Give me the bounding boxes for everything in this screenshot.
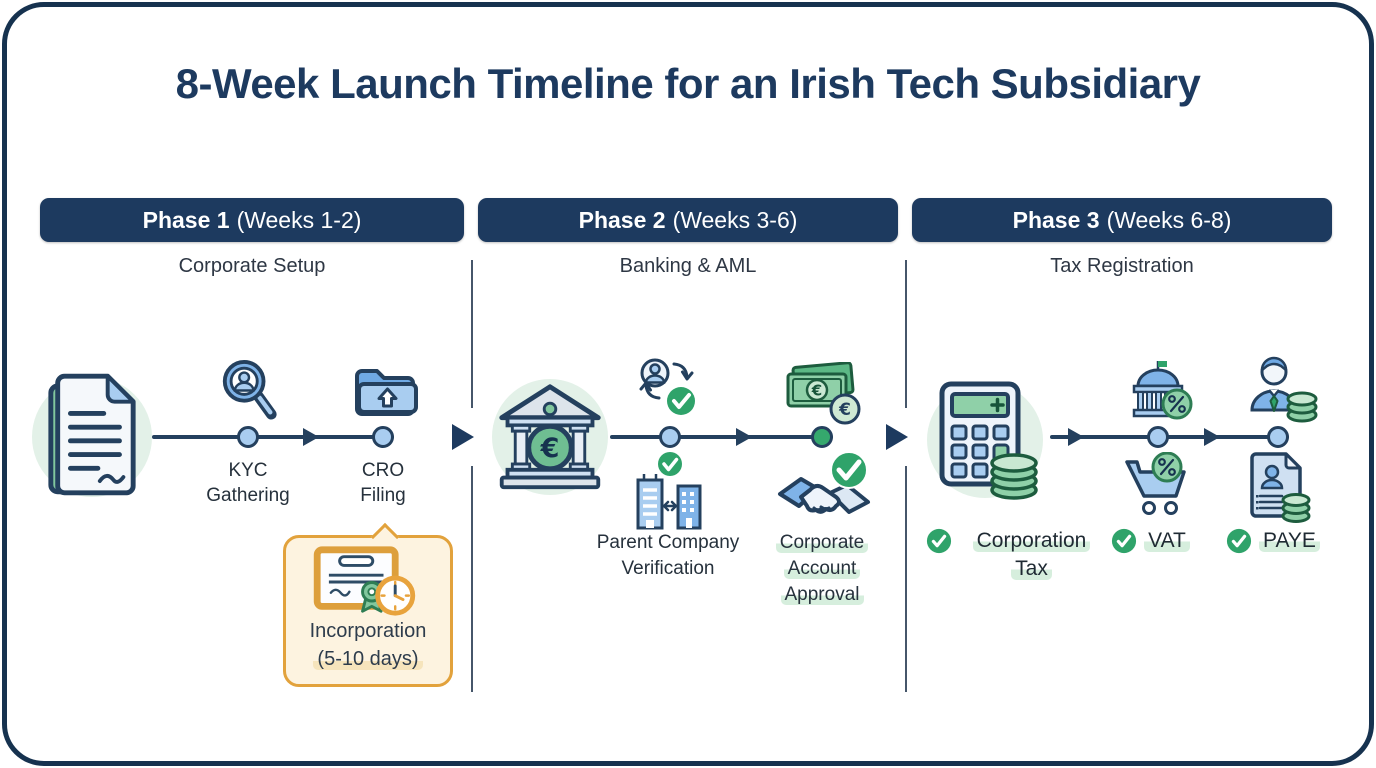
certificate-clock-icon (308, 543, 420, 621)
phase3-range: (Weeks 6-8) (1106, 207, 1232, 233)
calculator-coins-icon (928, 378, 1042, 502)
phase3-header: Phase 3(Weeks 6-8) (912, 198, 1332, 242)
milestone-label-parent-company-verification: Parent Company Verification (596, 532, 740, 580)
timeline-arrow-icon (1068, 428, 1084, 446)
cart-percent-icon (1123, 452, 1193, 520)
svg-text:€: € (540, 433, 560, 464)
phase3-subtitle: Tax Registration (1050, 255, 1194, 277)
check-circle-icon (1226, 528, 1252, 554)
svg-text:€: € (811, 382, 822, 400)
divider-phase2-3 (905, 260, 907, 408)
divider-phase1-2 (471, 466, 473, 692)
phase2-timeline (610, 435, 833, 439)
node-kyc-gathering (237, 426, 259, 448)
phase3-name: Phase 3 (1012, 207, 1100, 233)
handshake-approved-icon (776, 448, 872, 532)
phase2-subtitle: Banking & AML (619, 255, 757, 277)
phase2-header: Phase 2(Weeks 3-6) (478, 198, 898, 242)
callout-duration: (5-10 days) (283, 648, 453, 671)
node-corporate-account-approval (811, 426, 833, 448)
phase-transition-arrow-icon (452, 424, 474, 450)
timeline-arrow-icon (736, 428, 752, 446)
phase1-range: (Weeks 1-2) (236, 207, 362, 233)
divider-phase1-2 (471, 260, 473, 408)
phase1-subtitle: Corporate Setup (178, 255, 326, 277)
magnifier-person-icon (218, 356, 280, 424)
employee-coins-icon (1242, 356, 1318, 426)
check-circle-icon (1112, 528, 1137, 554)
person-verify-cycle-icon (634, 356, 702, 424)
company-link-check-icon (630, 450, 708, 534)
outcome-paye: PAYE (1213, 527, 1333, 555)
divider-phase2-3 (905, 466, 907, 692)
milestone-label-cro: CRO Filing (360, 460, 406, 507)
phase-transition-arrow-icon (886, 424, 908, 450)
node-cro-filing (372, 426, 394, 448)
milestone-label-kyc: KYC Gathering (206, 460, 290, 507)
phase2-range: (Weeks 3-6) (672, 207, 798, 233)
timeline-arrow-icon (1204, 428, 1220, 446)
phase1-timeline (152, 435, 394, 439)
check-circle-icon (926, 528, 952, 554)
documents-icon (43, 370, 141, 498)
milestone-label-corporate-account-approval: Corporate Account Approval (762, 530, 882, 609)
phase2-name: Phase 2 (578, 207, 666, 233)
svg-text:€: € (838, 400, 851, 420)
outcome-corporation-tax: Corporation Tax (920, 527, 1110, 584)
phase3-timeline (1050, 435, 1289, 439)
euro-banknotes-icon: € € (782, 362, 862, 426)
folder-upload-icon (352, 364, 418, 418)
payroll-doc-coins-icon (1244, 450, 1312, 524)
phase1-header: Phase 1(Weeks 1-2) (40, 198, 464, 242)
callout-title: Incorporation (309, 620, 427, 642)
bank-euro-icon: € (494, 379, 606, 493)
timeline-arrow-icon (303, 428, 319, 446)
node-paye (1267, 426, 1289, 448)
outcome-vat: VAT (1098, 527, 1203, 555)
node-parent-company-verification (659, 426, 681, 448)
phase1-name: Phase 1 (142, 207, 230, 233)
government-percent-icon (1120, 358, 1196, 430)
node-vat (1147, 426, 1169, 448)
page-title: 8-Week Launch Timeline for an Irish Tech… (175, 60, 1201, 107)
